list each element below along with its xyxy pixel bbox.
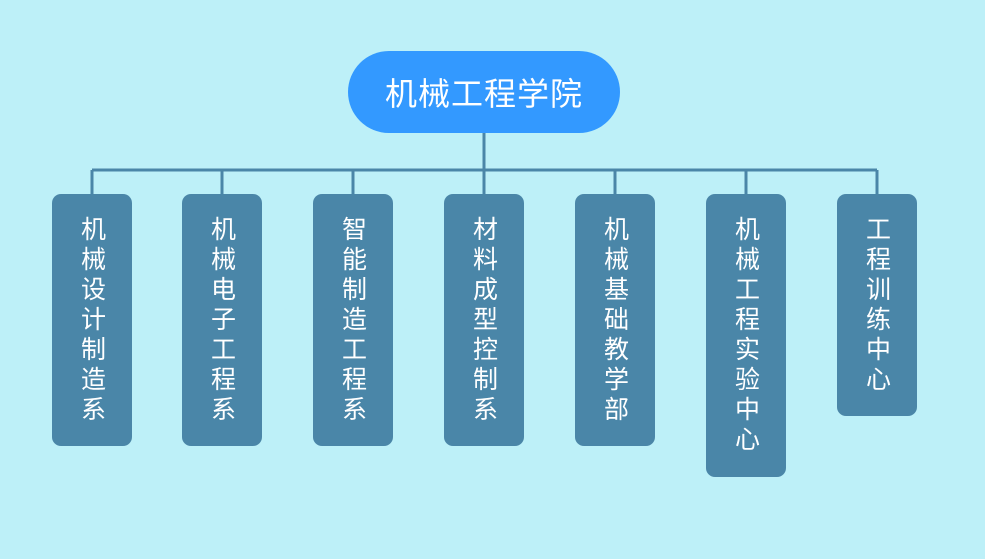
department-node-label: 机械基础教学部 [600, 216, 630, 426]
department-node-training-center: 工程训练中心 [837, 194, 917, 416]
department-node-label: 机械工程实验中心 [731, 216, 761, 456]
department-node-label: 机械电子工程系 [207, 216, 237, 426]
department-node-mechanical-design: 机械设计制造系 [52, 194, 132, 446]
department-node-label: 智能制造工程系 [338, 216, 368, 426]
department-node-label: 机械设计制造系 [77, 216, 107, 426]
root-node-label: 机械工程学院 [384, 75, 583, 113]
department-node-label: 工程训练中心 [862, 216, 892, 396]
department-node-mechanical-basics: 机械基础教学部 [575, 194, 655, 446]
department-node-intelligent-manufacturing: 智能制造工程系 [313, 194, 393, 446]
department-node-label: 材料成型控制系 [469, 216, 499, 426]
root-node: 机械工程学院 [348, 51, 620, 133]
department-node-material-forming: 材料成型控制系 [444, 194, 524, 446]
department-node-mechatronics: 机械电子工程系 [182, 194, 262, 446]
department-node-experiment-center: 机械工程实验中心 [706, 194, 786, 477]
